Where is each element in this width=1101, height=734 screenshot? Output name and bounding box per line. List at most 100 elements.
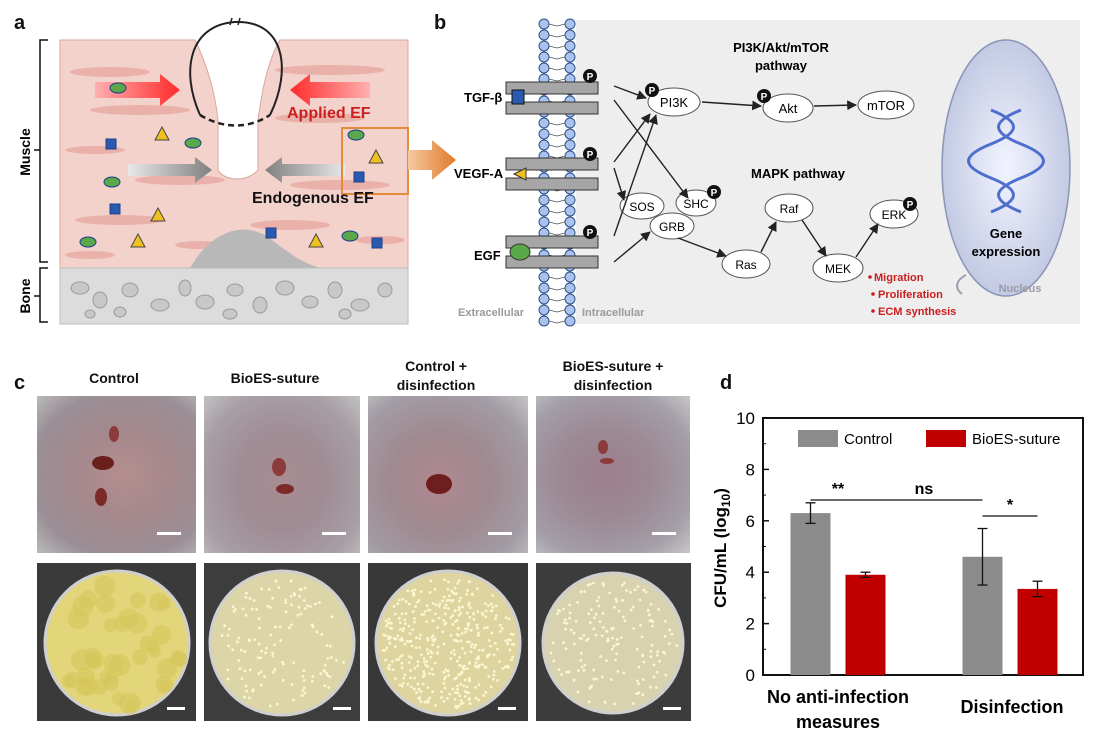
colony (243, 695, 246, 699)
colony (455, 705, 459, 708)
colony (256, 656, 260, 660)
colony (227, 644, 230, 648)
colony (604, 659, 608, 663)
colony (392, 637, 396, 640)
colony (573, 642, 576, 646)
colony (239, 648, 243, 652)
colony (462, 684, 466, 688)
colony (393, 677, 397, 680)
colony (602, 584, 605, 587)
colony (402, 626, 406, 630)
colony (605, 630, 609, 633)
phospho-badge-label: P (711, 188, 718, 199)
colony (273, 643, 276, 647)
colony (598, 620, 602, 624)
colony (474, 661, 478, 665)
colony (391, 660, 394, 663)
colony (226, 677, 230, 681)
colony (631, 605, 635, 609)
colony (267, 588, 271, 591)
colony (386, 621, 390, 625)
colony (437, 604, 441, 608)
colony (237, 636, 241, 640)
colony (243, 650, 247, 654)
colony (557, 668, 561, 671)
colony (467, 676, 471, 680)
colony (504, 639, 508, 643)
colony (416, 660, 420, 663)
outcome-migration: Migration (874, 272, 924, 284)
node-erk: ERK (882, 208, 907, 222)
pi3k-pathway-title: PI3K/Akt/mTOR (733, 40, 829, 55)
colony (474, 685, 477, 689)
colony (434, 612, 437, 616)
y-tick-label: 0 (746, 666, 755, 685)
colony (468, 702, 472, 705)
colony (407, 602, 411, 606)
colony (292, 592, 296, 596)
mapk-pathway-title: MAPK pathway (751, 166, 846, 181)
colony (613, 702, 616, 706)
colony (455, 618, 459, 622)
colony (442, 670, 446, 674)
colony (385, 624, 389, 628)
y-tick-label: 8 (746, 460, 755, 479)
colony (298, 594, 301, 598)
colony (289, 594, 293, 598)
colony (278, 625, 282, 629)
colony (447, 594, 451, 598)
colony (227, 627, 231, 631)
colony (466, 622, 470, 626)
colony (597, 604, 601, 608)
colony (223, 624, 227, 628)
colony (595, 677, 599, 681)
colony (306, 604, 309, 608)
colony (423, 660, 426, 664)
colony (614, 658, 618, 662)
colony (259, 670, 263, 674)
colony (248, 597, 252, 600)
colony (621, 615, 625, 619)
colony (302, 679, 306, 682)
colony (484, 615, 488, 619)
colony (476, 634, 480, 637)
colony (465, 667, 469, 671)
node-raf: Raf (780, 202, 799, 216)
colony (396, 602, 400, 606)
colony (594, 612, 598, 616)
colony (647, 613, 651, 617)
muscle-label: Muscle (17, 128, 33, 176)
colony (264, 651, 267, 655)
colony (474, 643, 477, 647)
colony (613, 605, 616, 609)
colony (292, 661, 296, 665)
colony (425, 659, 429, 663)
colony (260, 649, 263, 653)
colony (422, 670, 426, 674)
colony (481, 663, 485, 666)
colony (579, 658, 583, 662)
colony (411, 610, 415, 613)
colony (458, 694, 462, 698)
colony (453, 677, 457, 681)
colony (393, 612, 397, 616)
colony (414, 605, 417, 608)
colony-lawn (67, 607, 90, 630)
colony (260, 587, 264, 591)
colony (635, 679, 639, 683)
colony (429, 579, 433, 583)
colony (251, 689, 255, 693)
colony (464, 630, 468, 634)
colony (319, 672, 323, 676)
colony (606, 639, 610, 643)
colony (452, 649, 456, 652)
colony (449, 651, 453, 654)
colony (444, 668, 448, 672)
colony (585, 639, 589, 642)
colony (301, 689, 305, 692)
colony (601, 581, 605, 585)
colony (494, 604, 498, 608)
node-sos: SOS (629, 200, 654, 214)
colony (489, 602, 493, 606)
colony (248, 668, 252, 672)
